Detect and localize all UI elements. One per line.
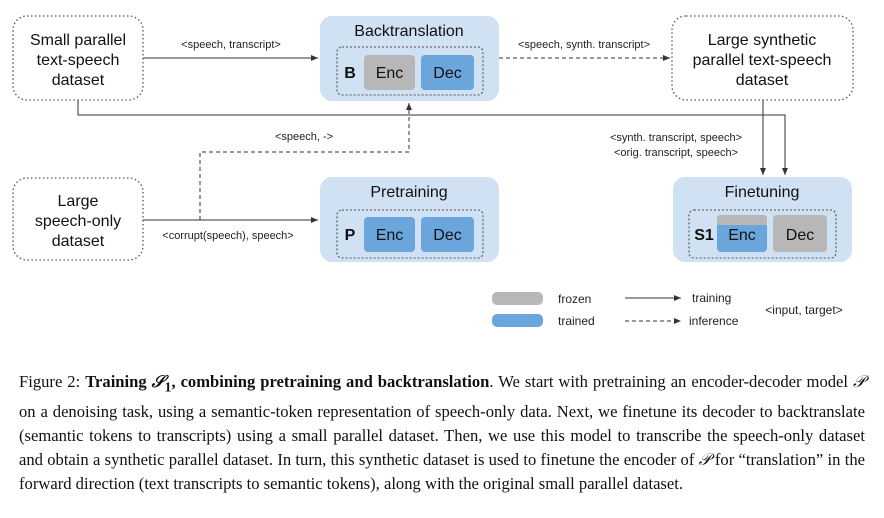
model-tag: S1 [694, 227, 714, 244]
encoder-label: Enc [728, 227, 756, 244]
training-diagram: Small parallel text-speech dataset Large… [12, 15, 854, 328]
model-tag: B [344, 65, 356, 82]
decoder-trained-block [421, 55, 474, 90]
caption-title: Training 𝒮1, combining pretraining and b… [85, 372, 490, 395]
dataset-label-line: dataset [52, 72, 105, 89]
encoder-label: Enc [376, 227, 404, 244]
decoder-trained-block [421, 217, 474, 252]
frozen-swatch [492, 292, 543, 305]
pretraining-stage: Pretraining P Enc Dec [320, 177, 499, 262]
stage-title: Backtranslation [354, 23, 463, 40]
dataset-label-line: dataset [736, 72, 789, 89]
edge-label: <speech, -> [275, 131, 333, 143]
edge-label: <synth. transcript, speech> [610, 132, 742, 144]
dataset-label-line: Small parallel [30, 32, 126, 49]
edge-label: <speech, transcript> [181, 39, 281, 51]
dataset-label-line: dataset [52, 233, 105, 250]
backtranslation-stage: Backtranslation B Enc Dec [320, 16, 499, 101]
decoder-label: Dec [433, 227, 461, 244]
legend: frozen trained training inference <input… [492, 291, 843, 328]
legend-frozen-label: frozen [558, 292, 591, 306]
arrow-small-to-finetuning [77, 100, 788, 175]
legend-trained-label: trained [558, 314, 595, 328]
dataset-label-line: speech-only [35, 213, 121, 230]
encoder-label: Enc [376, 65, 404, 82]
caption-body: for “translation” in the forward directi… [19, 449, 865, 494]
encoder-frozen-block [364, 55, 415, 90]
decoder-frozen-block [773, 215, 827, 252]
dataset-label-line: parallel text-speech [693, 52, 832, 69]
edge-label: <orig. transcript, speech> [614, 147, 738, 159]
caption-p-symbol: 𝒫 [698, 449, 711, 469]
caption-prefix: Figure 2: [19, 372, 81, 391]
stage-title: Finetuning [725, 184, 800, 201]
arrow-speech-to-backtranslation [199, 103, 412, 220]
legend-pair-format: <input, target> [765, 303, 842, 317]
edge-label: <speech, synth. transcript> [518, 39, 650, 51]
caption-p-symbol: 𝒫 [853, 372, 865, 391]
edge-label: <corrupt(speech), speech> [162, 230, 293, 242]
figure-caption: Figure 2: Training 𝒮1, combining pretrai… [19, 370, 865, 496]
encoder-trained-block [364, 217, 415, 252]
decoder-label: Dec [786, 227, 814, 244]
caption-body: on a denoising task, using a semantic-to… [19, 401, 865, 469]
legend-inference-label: inference [689, 314, 739, 328]
legend-training-label: training [692, 291, 731, 305]
dataset-label-line: Large [58, 193, 99, 210]
encoder-frozen-cap [717, 215, 767, 225]
stage-title: Pretraining [370, 184, 447, 201]
large-speech-only-dataset: Large speech-only dataset [12, 177, 144, 261]
small-parallel-dataset: Small parallel text-speech dataset [12, 15, 144, 101]
decoder-label: Dec [433, 65, 461, 82]
dataset-label-line: Large synthetic [708, 32, 817, 49]
trained-swatch [492, 314, 543, 327]
caption-body: . We start with pretraining an encoder-d… [489, 372, 854, 391]
large-synthetic-dataset: Large synthetic parallel text-speech dat… [671, 15, 854, 101]
model-tag: P [345, 227, 356, 244]
dataset-label-line: text-speech [37, 52, 120, 69]
finetuning-stage: Finetuning S1 Enc Dec [673, 177, 852, 262]
